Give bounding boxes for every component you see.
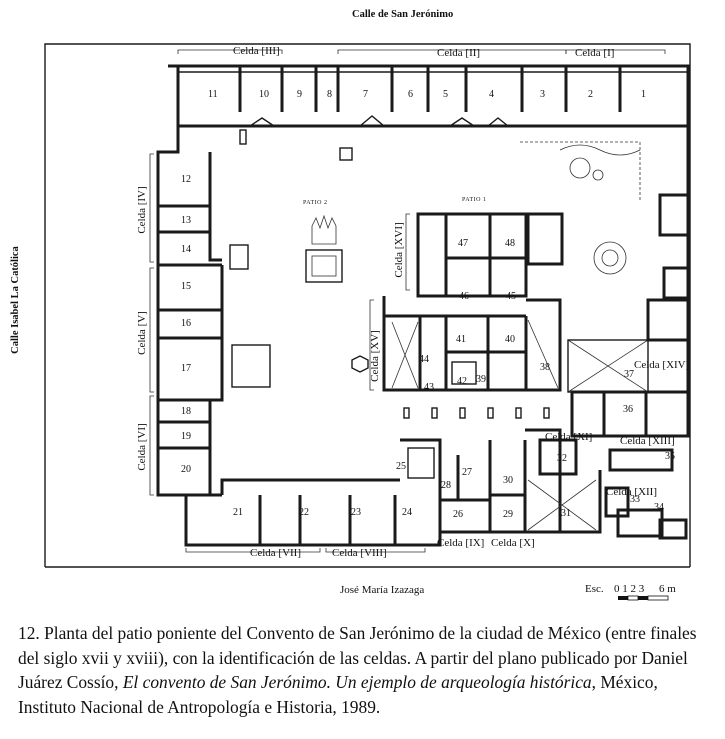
room-number: 33 (630, 494, 640, 505)
room-number: 30 (503, 475, 513, 486)
room-number: 31 (561, 508, 571, 519)
room-number: 18 (181, 406, 191, 417)
lot-boundary (44, 43, 691, 567)
room-number: 40 (505, 334, 515, 345)
east-range (520, 124, 690, 393)
room-number: 22 (299, 507, 309, 518)
southeast-range (525, 390, 690, 540)
south-range (184, 438, 527, 547)
room-number: 14 (181, 244, 191, 255)
room-number: 37 (624, 369, 634, 380)
room-number: 29 (503, 509, 513, 520)
patio2-label: PATIO 2 (303, 200, 327, 206)
celda-xii-label: Celda [XII] (606, 486, 657, 498)
street-north-label: Calle de San Jerónimo (352, 9, 453, 20)
celda-brackets (149, 49, 666, 553)
celda-iii-label: Celda [III] (233, 45, 280, 57)
scale-ticks: 0 1 2 3 (614, 583, 645, 595)
room-number: 28 (441, 480, 451, 491)
room-number: 24 (402, 507, 412, 518)
room-number: 4 (489, 89, 494, 100)
room-number: 12 (181, 174, 191, 185)
room-number: 46 (459, 291, 469, 302)
celda-v-label: Celda [V] (136, 311, 148, 355)
room-number: 38 (540, 362, 550, 373)
celda-vii-label: Celda [VII] (250, 547, 301, 559)
street-south-label: José María Izazaga (340, 584, 424, 596)
room-number: 32 (557, 453, 567, 464)
room-number: 9 (297, 89, 302, 100)
room-numbers: 1 2 3 4 5 6 7 8 9 10 11 12 13 14 15 16 1… (181, 89, 675, 520)
room-number: 17 (181, 363, 191, 374)
celda-ii-label: Celda [II] (437, 47, 480, 59)
room-number: 2 (588, 89, 593, 100)
room-number: 39 (476, 374, 486, 385)
room-number: 45 (506, 291, 516, 302)
room-number: 48 (505, 238, 515, 249)
caption-text: 12. Planta del patio poniente del Conven… (18, 623, 697, 692)
room-number: 13 (181, 215, 191, 226)
west-range (156, 126, 271, 497)
room-number: 47 (458, 238, 468, 249)
room-number: 23 (351, 507, 361, 518)
celda-xi-label: Celda [XI] (545, 431, 592, 443)
room-number: 16 (181, 318, 191, 329)
room-number: 5 (443, 89, 448, 100)
room-number: 27 (462, 467, 472, 478)
celda-iv-label: Celda [IV] (136, 186, 148, 233)
figure-caption: 12. Planta del patio poniente del Conven… (18, 621, 708, 719)
arcade-pillars (239, 129, 550, 419)
room-number: 44 (419, 354, 429, 365)
north-range (168, 64, 690, 128)
room-number: 34 (654, 502, 664, 513)
room-number: 25 (396, 461, 406, 472)
scale-label: Esc. (585, 583, 604, 595)
room-number: 36 (623, 404, 633, 415)
caption-publisher: , México, Instituto Nacional de Antropol… (18, 672, 658, 717)
room-number: 26 (453, 509, 463, 520)
scale-end: 6 m (659, 583, 676, 595)
room-number: 19 (181, 431, 191, 442)
room-number: 42 (457, 376, 467, 387)
room-number: 41 (456, 334, 466, 345)
celda-viii-label: Celda [VIII] (332, 547, 387, 559)
scale-bar: Esc. 0 1 2 3 6 m (585, 583, 676, 601)
room-number: 35 (665, 451, 675, 462)
room-number: 15 (181, 281, 191, 292)
patio2-fountain (305, 214, 343, 283)
room-number: 3 (540, 89, 545, 100)
celda-vi-label: Celda [VI] (136, 423, 148, 470)
patio1-label: PATIO 1 (462, 197, 486, 203)
celda-xiv-label: Celda [XIV] (634, 359, 689, 371)
celda-xvi-label: Celda [XVI] (393, 222, 405, 277)
central-blocks (351, 212, 564, 392)
room-number: 10 (259, 89, 269, 100)
room-number: 8 (327, 89, 332, 100)
caption-book-title: El convento de San Jerónimo. Un ejemplo … (122, 672, 592, 692)
convent-floor-plan: Calle de San Jerónimo Calle Isabel La Ca… (10, 9, 691, 601)
street-west-label: Calle Isabel La Católica (10, 245, 21, 353)
room-number: 43 (424, 382, 434, 393)
room-number: 1 (641, 89, 646, 100)
celda-x-label: Celda [X] (491, 537, 535, 549)
room-number: 20 (181, 464, 191, 475)
celda-ix-label: Celda [IX] (437, 537, 484, 549)
room-number: 6 (408, 89, 413, 100)
room-number: 11 (208, 89, 218, 100)
celda-xv-label: Celda [XV] (369, 330, 381, 382)
room-number: 7 (363, 89, 368, 100)
room-number: 21 (233, 507, 243, 518)
celda-xiii-label: Celda [XIII] (620, 435, 675, 447)
celda-i-label: Celda [I] (575, 47, 614, 59)
